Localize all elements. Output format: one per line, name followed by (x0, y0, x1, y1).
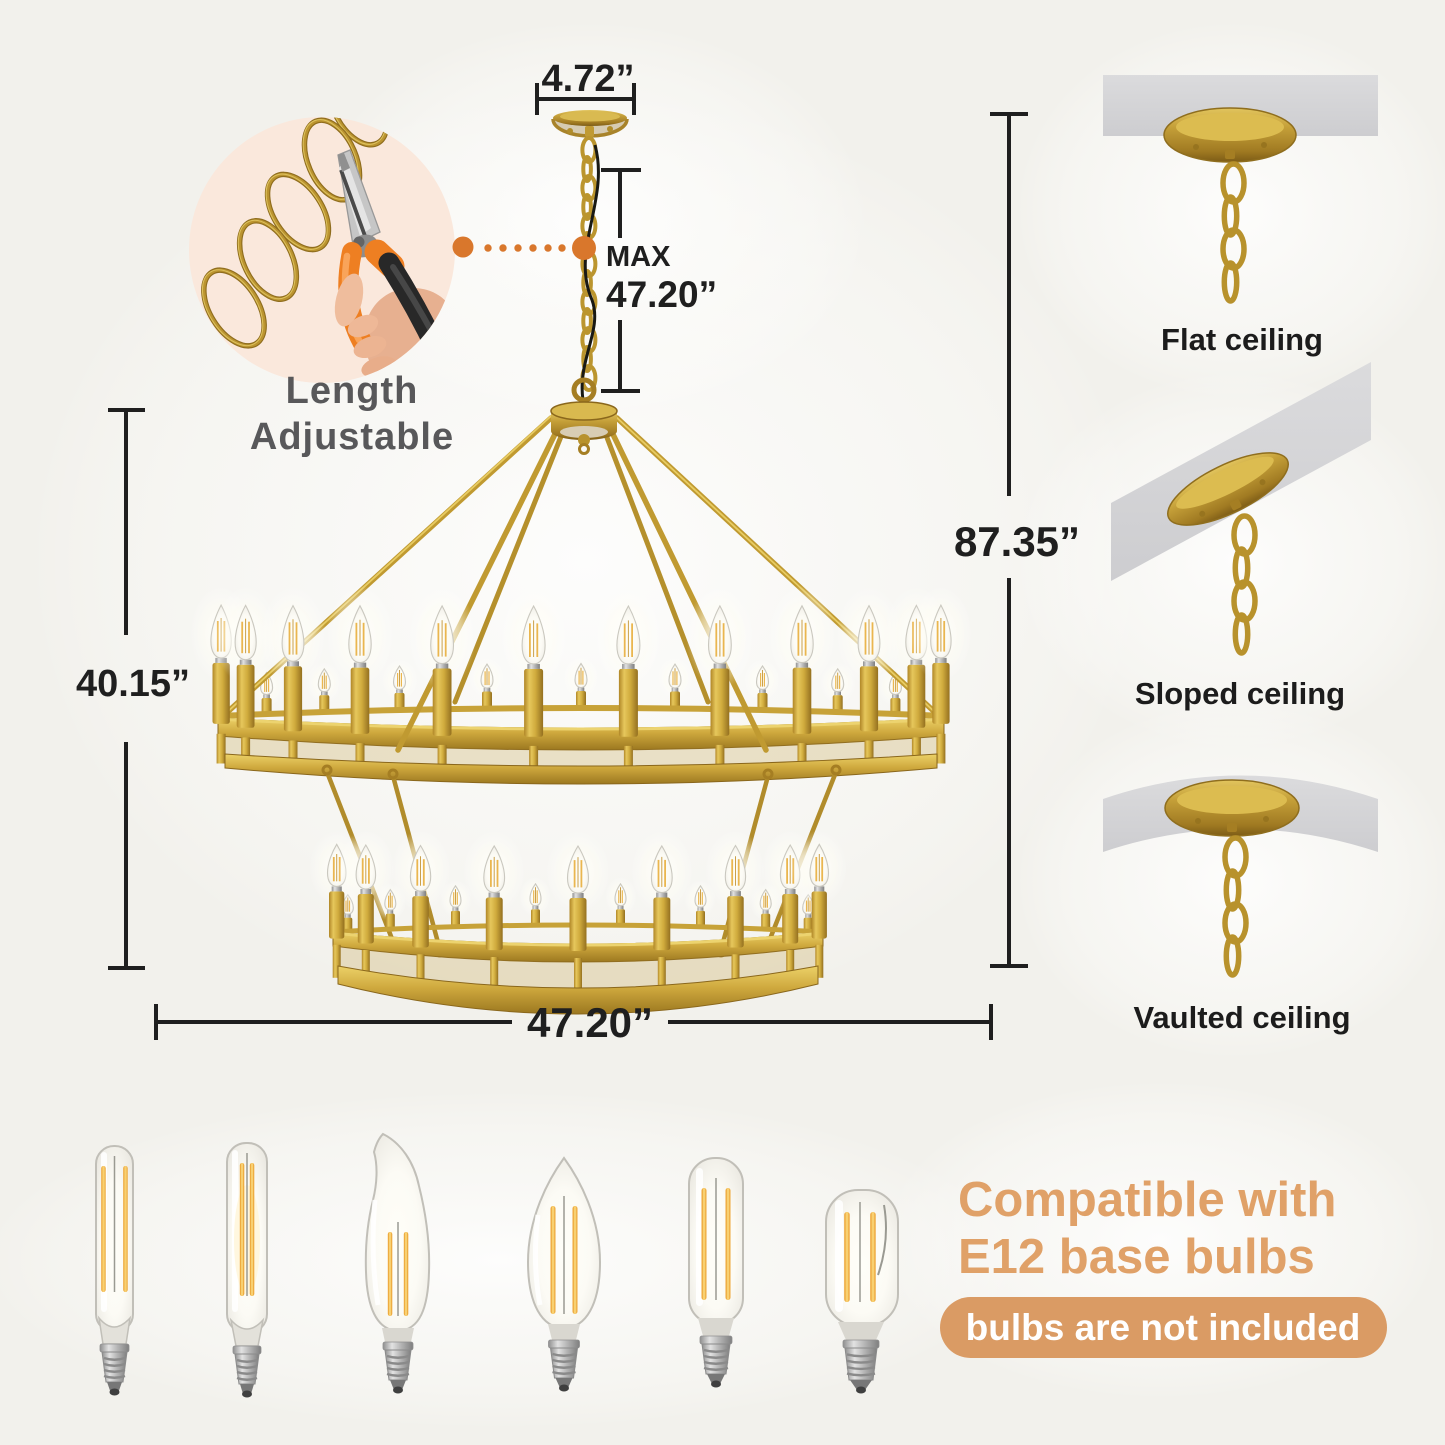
svg-text:MAX: MAX (606, 241, 671, 273)
svg-text:Adjustable: Adjustable (250, 416, 454, 458)
svg-text:Flat ceiling: Flat ceiling (1161, 322, 1323, 357)
svg-text:E12 base bulbs: E12 base bulbs (958, 1230, 1315, 1284)
svg-text:4.72”: 4.72” (542, 58, 635, 100)
svg-text:47.20”: 47.20” (606, 274, 717, 315)
svg-text:bulbs are not included: bulbs are not included (966, 1307, 1361, 1348)
svg-text:Vaulted ceiling: Vaulted ceiling (1133, 1000, 1350, 1035)
svg-text:87.35”: 87.35” (954, 518, 1080, 565)
svg-text:Compatible with: Compatible with (958, 1173, 1336, 1227)
svg-text:Sloped ceiling: Sloped ceiling (1135, 676, 1345, 711)
svg-text:Length: Length (286, 370, 419, 412)
svg-text:40.15”: 40.15” (76, 663, 190, 705)
svg-text:47.20”: 47.20” (527, 999, 653, 1046)
